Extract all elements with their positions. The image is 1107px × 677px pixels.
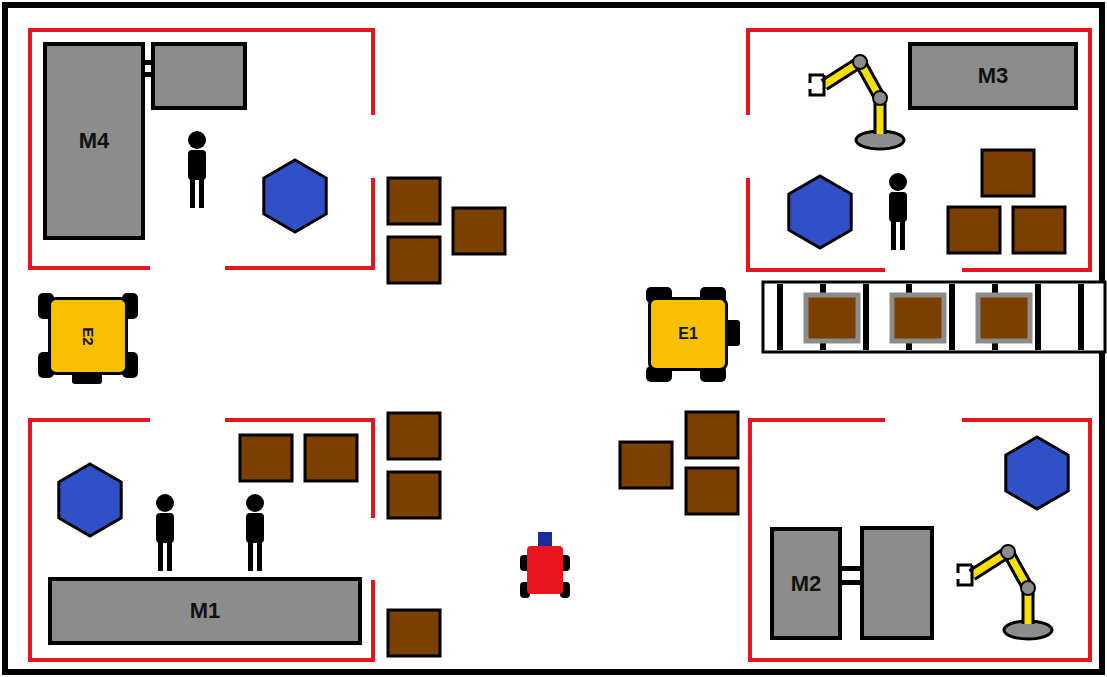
robot-arms [810, 55, 1052, 639]
machine-couplers [143, 60, 864, 585]
workers [156, 131, 907, 571]
crates [240, 150, 1065, 656]
machine-label: M2 [791, 573, 822, 595]
machine-label: E1 [678, 326, 698, 342]
conveyor [763, 282, 1105, 352]
vehicle-body: E1 [648, 297, 728, 371]
machine-label: M4 [79, 130, 110, 152]
vehicle-body: E2 [48, 297, 128, 375]
machine-box: M3 [908, 42, 1078, 110]
machine-label: M3 [978, 65, 1009, 87]
machine-box: M4 [43, 42, 145, 240]
hexagon-stations [59, 160, 1068, 536]
machine-box: M1 [48, 577, 362, 645]
mobile-robot [520, 532, 570, 598]
machine-label: E2 [80, 327, 95, 345]
floor-border [5, 5, 1102, 672]
machine-label: M1 [190, 600, 221, 622]
vehicle-wheels [38, 287, 740, 384]
machine-box: M2 [770, 527, 842, 640]
